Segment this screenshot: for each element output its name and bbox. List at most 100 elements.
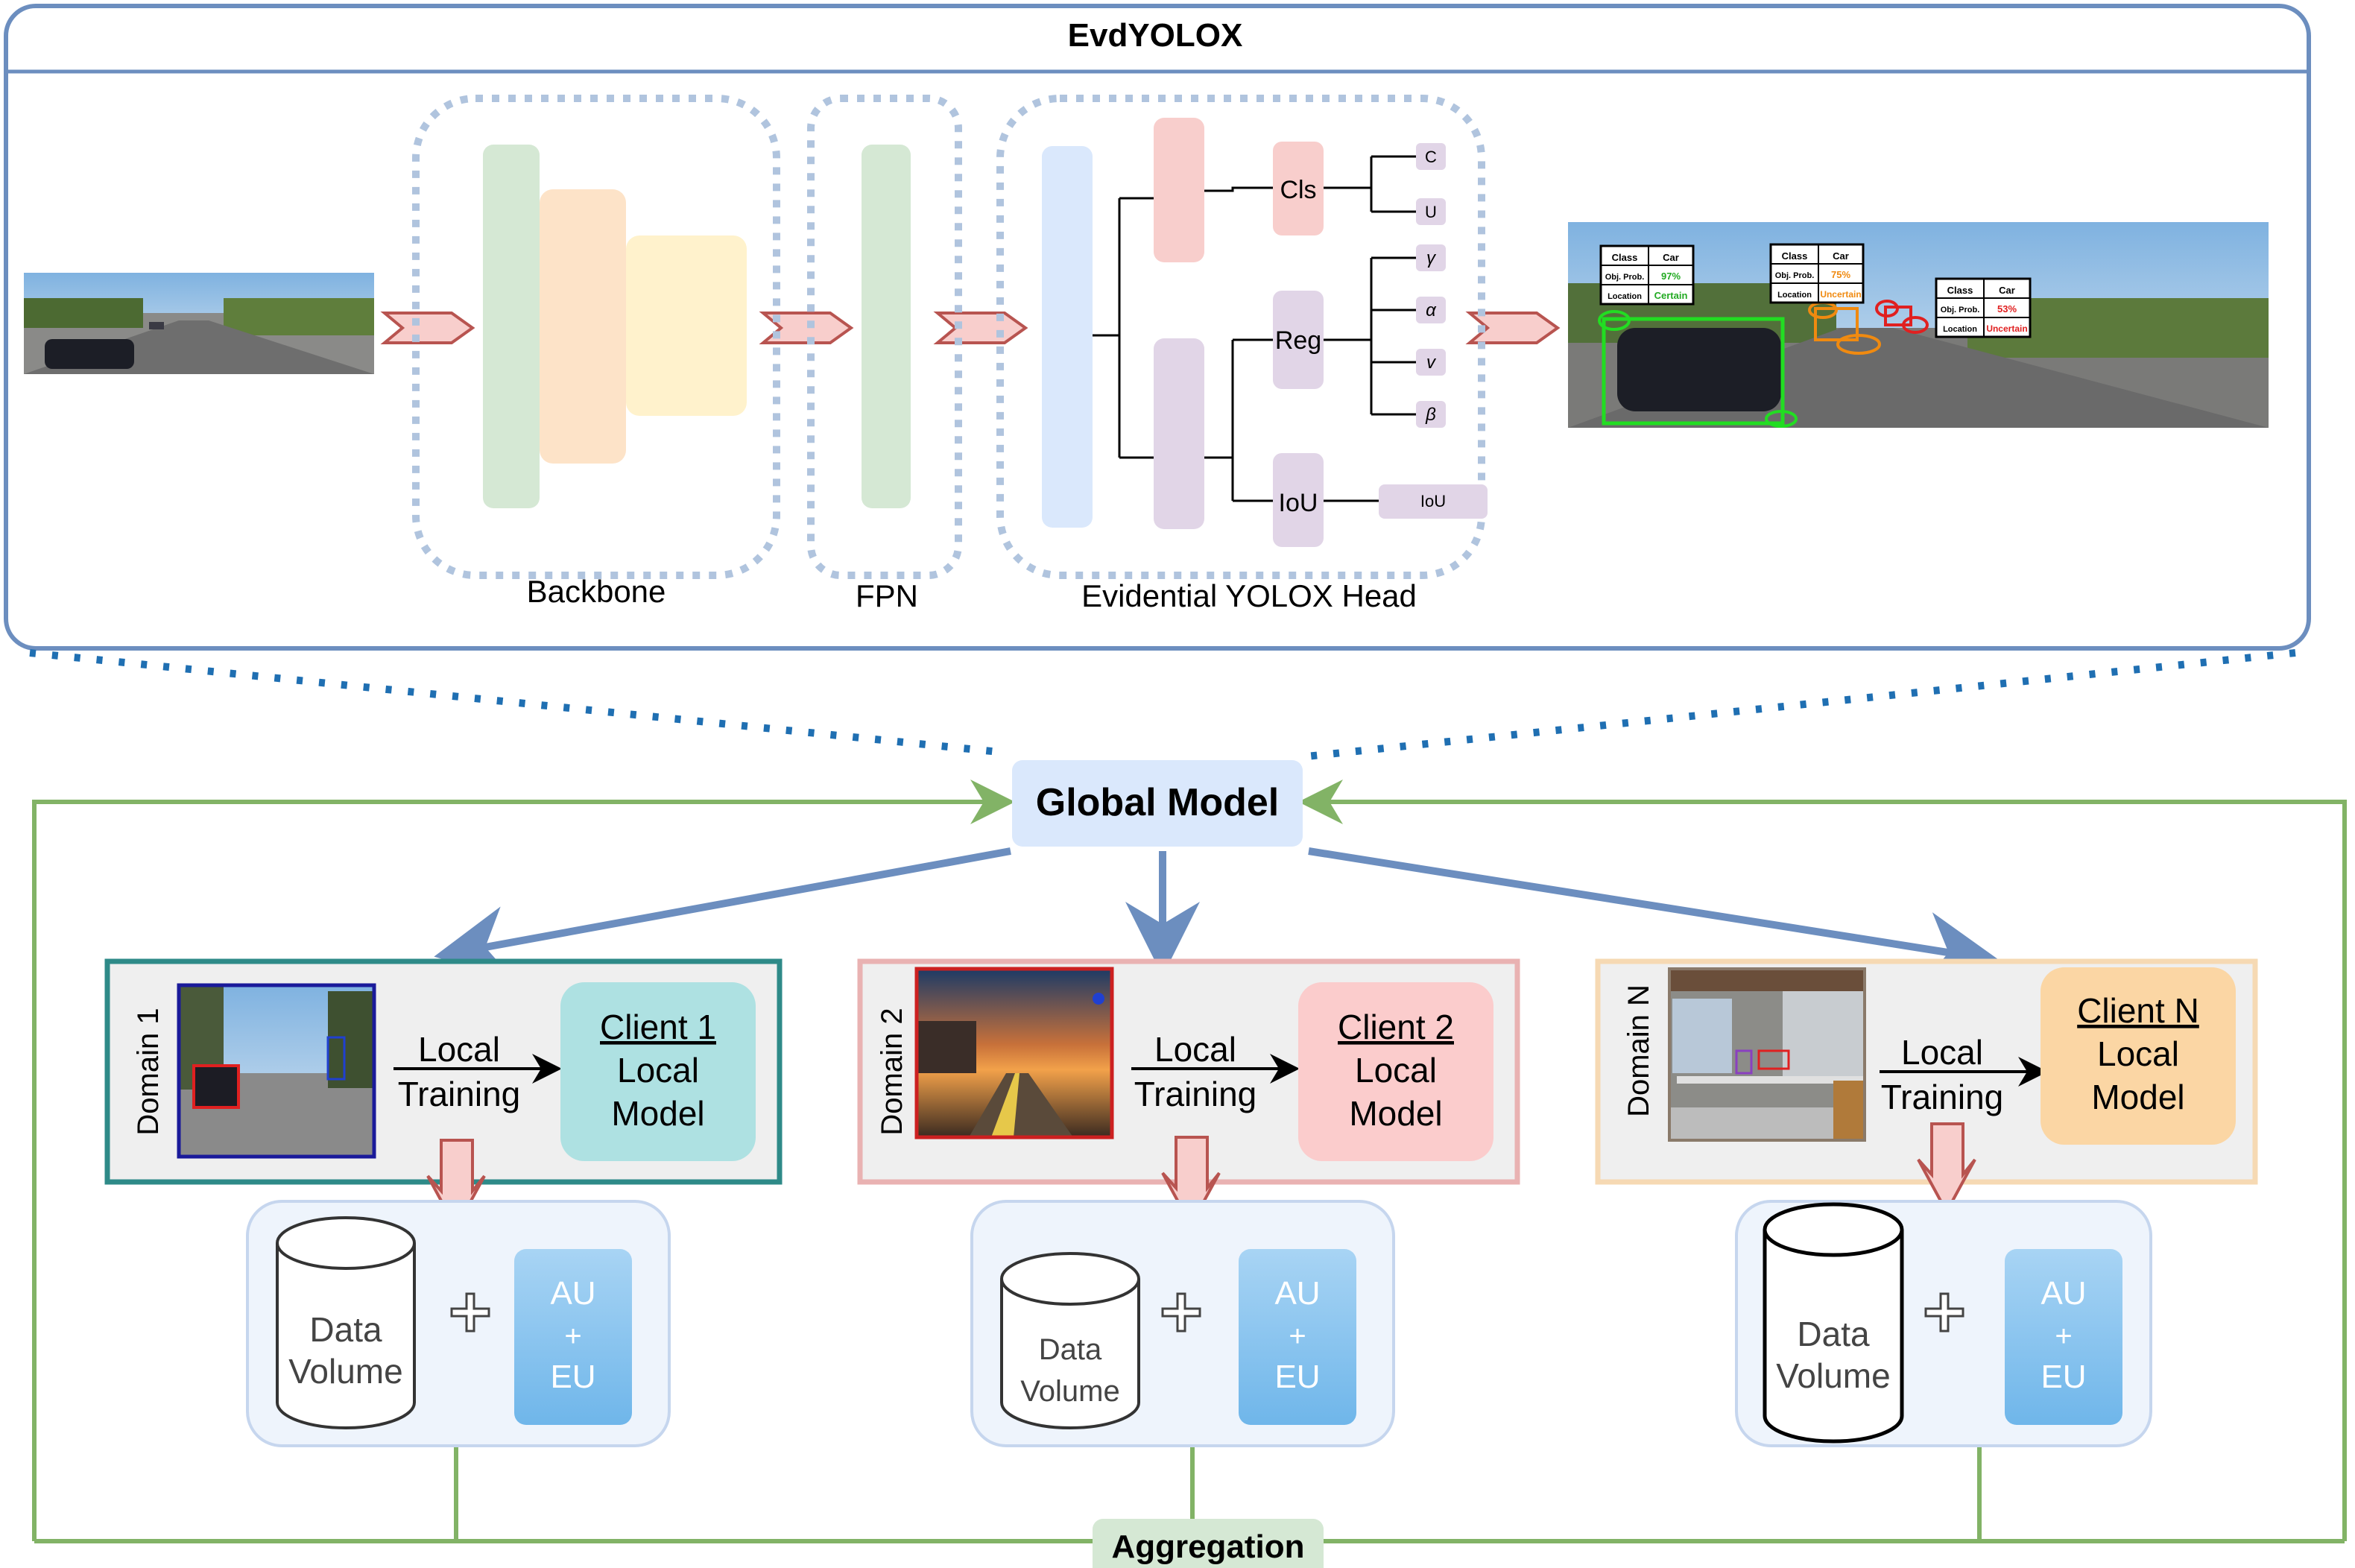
det-3-prob-header: Obj. Prob. (1941, 306, 1980, 314)
output-detection-image: Class Car Obj. Prob. 97% Location Certai… (1568, 222, 2269, 428)
reg-label: Reg (1275, 326, 1321, 355)
domain-1-image (177, 983, 376, 1159)
client-2-au: AU (1274, 1275, 1320, 1312)
det-1-class-header: Class (1612, 252, 1638, 263)
client-n-data-box: Data Volume AU + EU (1735, 1200, 2152, 1447)
client-2-eu: EU (1274, 1359, 1320, 1395)
det-3-class-header: Class (1947, 285, 1973, 296)
det-2-class-header: Class (1782, 250, 1808, 262)
detection-table-1: Class Car Obj. Prob. 97% Location Certai… (1599, 244, 1695, 306)
detection-table-3: Class Car Obj. Prob. 53% Location Uncert… (1935, 277, 2032, 338)
det-1-loc-header: Location (1608, 292, 1642, 301)
client-2-data-box: Data Volume AU + EU (970, 1200, 1395, 1447)
cls-output-u: U (1425, 203, 1437, 221)
client-2-down-arrow (1161, 1136, 1221, 1229)
det-2-class-value: Car (1833, 250, 1849, 262)
aggregation-box: Aggregation (1093, 1519, 1324, 1568)
client-2-model-line2: Model (1349, 1094, 1442, 1133)
client-1-model-line2: Model (611, 1094, 704, 1133)
det-1-loc-value: Certain (1654, 290, 1688, 301)
client-1-data-box: Data Volume AU + EU (246, 1200, 671, 1447)
client-2-local-model: Client 2 Local Model (1298, 982, 1493, 1161)
global-model-box: Global Model (1012, 760, 1303, 847)
client-n-data-cylinder (1763, 1202, 1904, 1444)
aggregation-label: Aggregation (1111, 1529, 1304, 1565)
input-to-backbone-arrow (380, 312, 475, 344)
client-2-group: Domain 2 Local Training Client 2 Local M… (857, 958, 1520, 1447)
client-2-title: Client 2 (1338, 1008, 1454, 1046)
client-1-au: AU (550, 1275, 595, 1312)
client-2-data-line2: Volume (1020, 1375, 1119, 1408)
fpn-block: FPN (807, 95, 962, 613)
domain-2-label: Domain 2 (876, 1008, 908, 1135)
evidential-head-block: Cls Reg IoU C U γ α v β IoU Evidential Y… (996, 95, 1488, 613)
client-1-local-line1: Local (418, 1030, 500, 1069)
det-1-prob-value: 97% (1661, 271, 1681, 282)
det-1-prob-header: Obj. Prob. (1605, 273, 1645, 282)
client-2-local-line2: Training (1134, 1075, 1256, 1113)
client-1-title: Client 1 (600, 1008, 716, 1046)
right-dotted-link (1299, 649, 2296, 761)
det-3-prob-value: 53% (1997, 303, 2017, 314)
client-2-plus-icon (1161, 1292, 1201, 1333)
client-n-title: Client N (2077, 991, 2199, 1030)
client-1-plus: + (564, 1320, 581, 1353)
det-2-loc-header: Location (1777, 291, 1812, 300)
global-to-client-1-arrow (434, 847, 1011, 980)
input-road-image (24, 273, 374, 374)
det-3-class-value: Car (1999, 285, 2015, 296)
client-2-local-line1: Local (1154, 1030, 1236, 1069)
det-2-loc-value: Uncertain (1820, 289, 1861, 300)
head-label: Evidential YOLOX Head (1081, 578, 1417, 613)
head-to-output-arrow (1465, 312, 1561, 344)
global-to-client-n-arrow (1308, 847, 2000, 986)
backbone-label: Backbone (527, 574, 666, 609)
client-n-data-line2: Volume (1776, 1356, 1890, 1395)
client-n-eu: EU (2041, 1359, 2086, 1395)
reg-output-beta: β (1425, 405, 1436, 425)
client-1-model-line1: Local (617, 1051, 699, 1090)
client-n-plus-icon (1924, 1292, 1964, 1333)
domain-2-image (914, 967, 1114, 1139)
client-n-local-model: Client N Local Model (2041, 967, 2236, 1145)
backbone-block: Backbone (412, 95, 780, 609)
client-n-group: Domain N Local Training Client N Local M… (1595, 958, 2258, 1447)
client-2-plus: + (1289, 1320, 1306, 1353)
client-n-model-line2: Model (2091, 1078, 2184, 1116)
iou-output-label: IoU (1420, 492, 1446, 510)
client-1-group: Domain 1 Local Training Client 1 Local M… (104, 958, 783, 1447)
left-dotted-link (29, 649, 1007, 756)
client-1-data-line2: Volume (288, 1352, 402, 1391)
client-n-local-line2: Training (1881, 1078, 2003, 1116)
client-1-local-model: Client 1 Local Model (560, 982, 756, 1161)
evdyolox-title: EvdYOLOX (1068, 17, 1243, 54)
reg-output-gamma: γ (1426, 248, 1437, 268)
domain-n-image (1668, 967, 1866, 1142)
client-n-au: AU (2041, 1275, 2086, 1312)
reg-output-v: v (1426, 353, 1437, 373)
cls-output-c: C (1425, 148, 1437, 166)
fpn-label: FPN (856, 578, 918, 613)
client-1-eu: EU (550, 1359, 595, 1395)
client-2-data-cylinder (1000, 1252, 1140, 1429)
det-2-prob-value: 75% (1831, 269, 1850, 280)
cls-label: Cls (1280, 176, 1316, 204)
client-2-data-line1: Data (1039, 1333, 1102, 1366)
global-model-label: Global Model (1036, 781, 1279, 824)
reg-output-alpha: α (1426, 300, 1437, 320)
iou-label: IoU (1279, 489, 1318, 517)
client-2-model-line1: Local (1355, 1051, 1437, 1090)
det-3-loc-value: Uncertain (1986, 323, 2027, 334)
client-1-data-cylinder (276, 1216, 416, 1429)
evdyolox-panel: EvdYOLOX Backbone FPN (4, 4, 2311, 651)
client-1-local-line2: Training (398, 1075, 520, 1113)
domain-1-label: Domain 1 (132, 1008, 165, 1135)
client-n-down-arrow (1917, 1122, 1976, 1215)
client-n-plus: + (2055, 1320, 2072, 1353)
client-1-plus-icon (450, 1292, 490, 1333)
det-2-prob-header: Obj. Prob. (1775, 271, 1815, 280)
detection-table-2: Class Car Obj. Prob. 75% Location Uncert… (1769, 243, 1865, 304)
client-n-data-line1: Data (1797, 1315, 1870, 1353)
client-n-local-line1: Local (1901, 1033, 1983, 1072)
